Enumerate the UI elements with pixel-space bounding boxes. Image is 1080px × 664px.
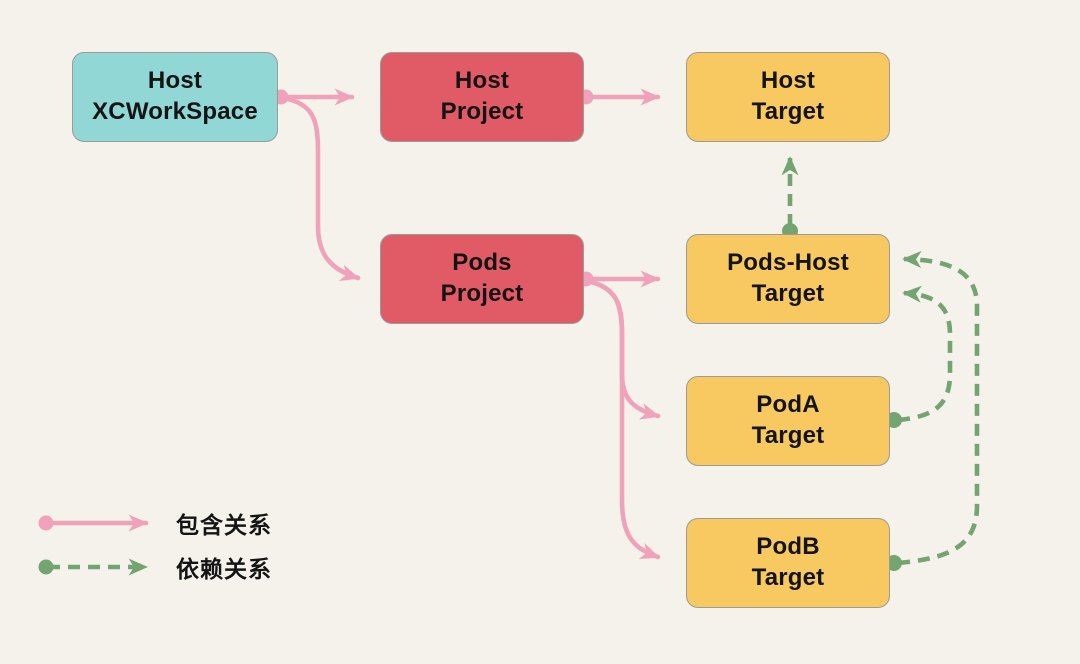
edge-pods-project-to-poda-target (584, 278, 661, 420)
edge-podb-target-to-pods-host-target (897, 250, 980, 566)
node-host-target: Host Target (686, 52, 890, 142)
node-pods-project: Pods Project (380, 234, 584, 324)
legend-contains-label: 包含关系 (176, 512, 272, 538)
node-host-xcworkspace: Host XCWorkSpace (72, 52, 278, 142)
node-podb-target: PodB Target (686, 518, 890, 608)
node-pods-host-target: Pods-Host Target (686, 234, 890, 324)
node-host-project: Host Project (380, 52, 584, 142)
legend-depends-dot (38, 559, 54, 575)
edge-pods-project-to-podb-target (584, 278, 661, 560)
legend-contains-dot (38, 515, 54, 531)
edge-workspace-to-pods-project (279, 95, 361, 282)
legend-depends-label: 依赖关系 (176, 556, 272, 582)
edge-poda-target-to-pods-host-target (897, 285, 953, 423)
node-poda-target: PodA Target (686, 376, 890, 466)
